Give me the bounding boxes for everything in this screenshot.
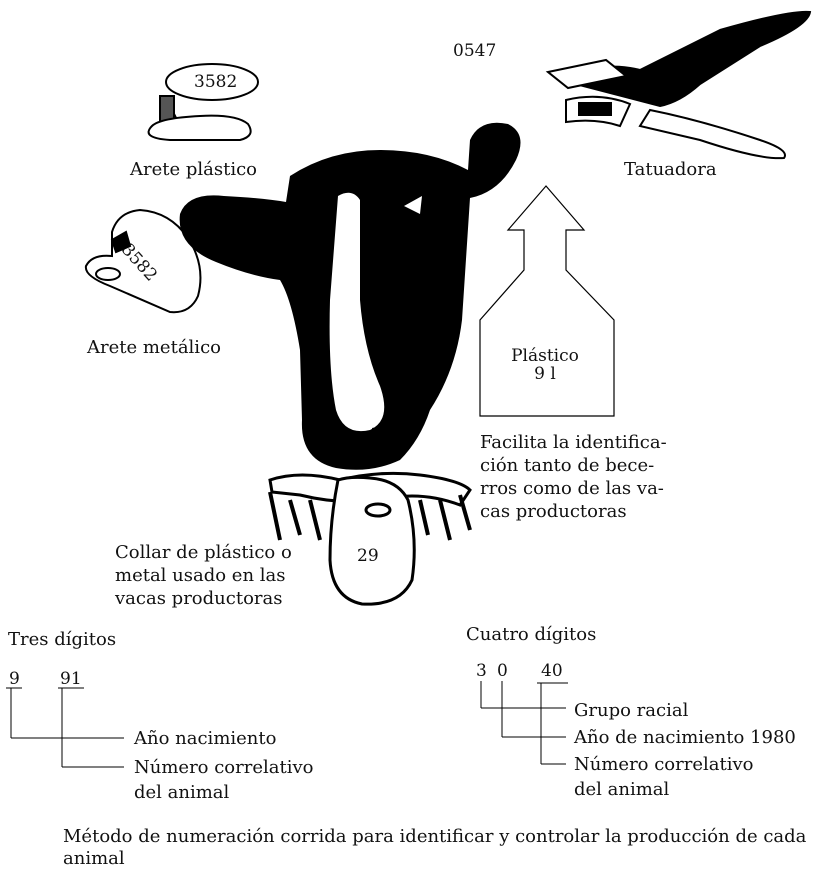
plastic-ear-tag-number: 3582 (194, 72, 237, 92)
plastic-tag-title: Plástico (510, 346, 580, 366)
cuatro-digitos-bracket (481, 681, 568, 764)
cuatro-digitos-title: Cuatro dígitos (466, 623, 596, 646)
tattoo-pliers-illustration (548, 12, 810, 158)
plastic-ear-tag-label: Arete plástico (130, 158, 257, 181)
collar-caption-line-2: metal usado en las (115, 564, 292, 587)
facilita-line-3: rros como de las va- (480, 477, 667, 500)
cuatro-label-ano: Año de nacimiento 1980 (574, 726, 796, 749)
facilita-text: Facilita la identifica- ción tanto de be… (480, 431, 667, 523)
tattoo-pliers-label: Tatuadora (624, 158, 717, 181)
cuatro-label-numero: Número correlativo (574, 753, 754, 776)
tres-label-numero: Número correlativo (134, 756, 314, 779)
figure-caption: Método de numeración corrida para identi… (63, 826, 823, 870)
collar-number: 29 (357, 546, 379, 566)
cuatro-label-animal: del animal (574, 778, 669, 801)
tres-digitos-title: Tres dígitos (8, 628, 116, 651)
tres-digitos-bracket (6, 688, 124, 767)
tres-label-animal: del animal (134, 781, 229, 804)
facilita-line-4: cas productoras (480, 500, 667, 523)
cuatro-digitos-digit-2: 0 (497, 661, 508, 681)
metal-ear-tag-label: Arete metálico (87, 336, 221, 359)
cuatro-digitos-digit-1: 3 (476, 661, 487, 681)
plastic-tag-number: 9 l (510, 364, 580, 384)
tres-digitos-digit-2: 91 (60, 669, 82, 689)
collar-illustration (270, 473, 470, 604)
tattoo-number: 0547 (453, 41, 496, 61)
facilita-line-2: ción tanto de bece- (480, 454, 667, 477)
cuatro-digitos-digit-3: 40 (541, 661, 563, 681)
tres-label-ano: Año nacimiento (134, 727, 276, 750)
collar-caption: Collar de plástico o metal usado en las … (115, 541, 292, 610)
collar-caption-line-3: vacas productoras (115, 587, 292, 610)
tres-digitos-digit-1: 9 (9, 669, 20, 689)
cuatro-label-grupo: Grupo racial (574, 699, 688, 722)
facilita-line-1: Facilita la identifica- (480, 431, 667, 454)
collar-caption-line-1: Collar de plástico o (115, 541, 292, 564)
